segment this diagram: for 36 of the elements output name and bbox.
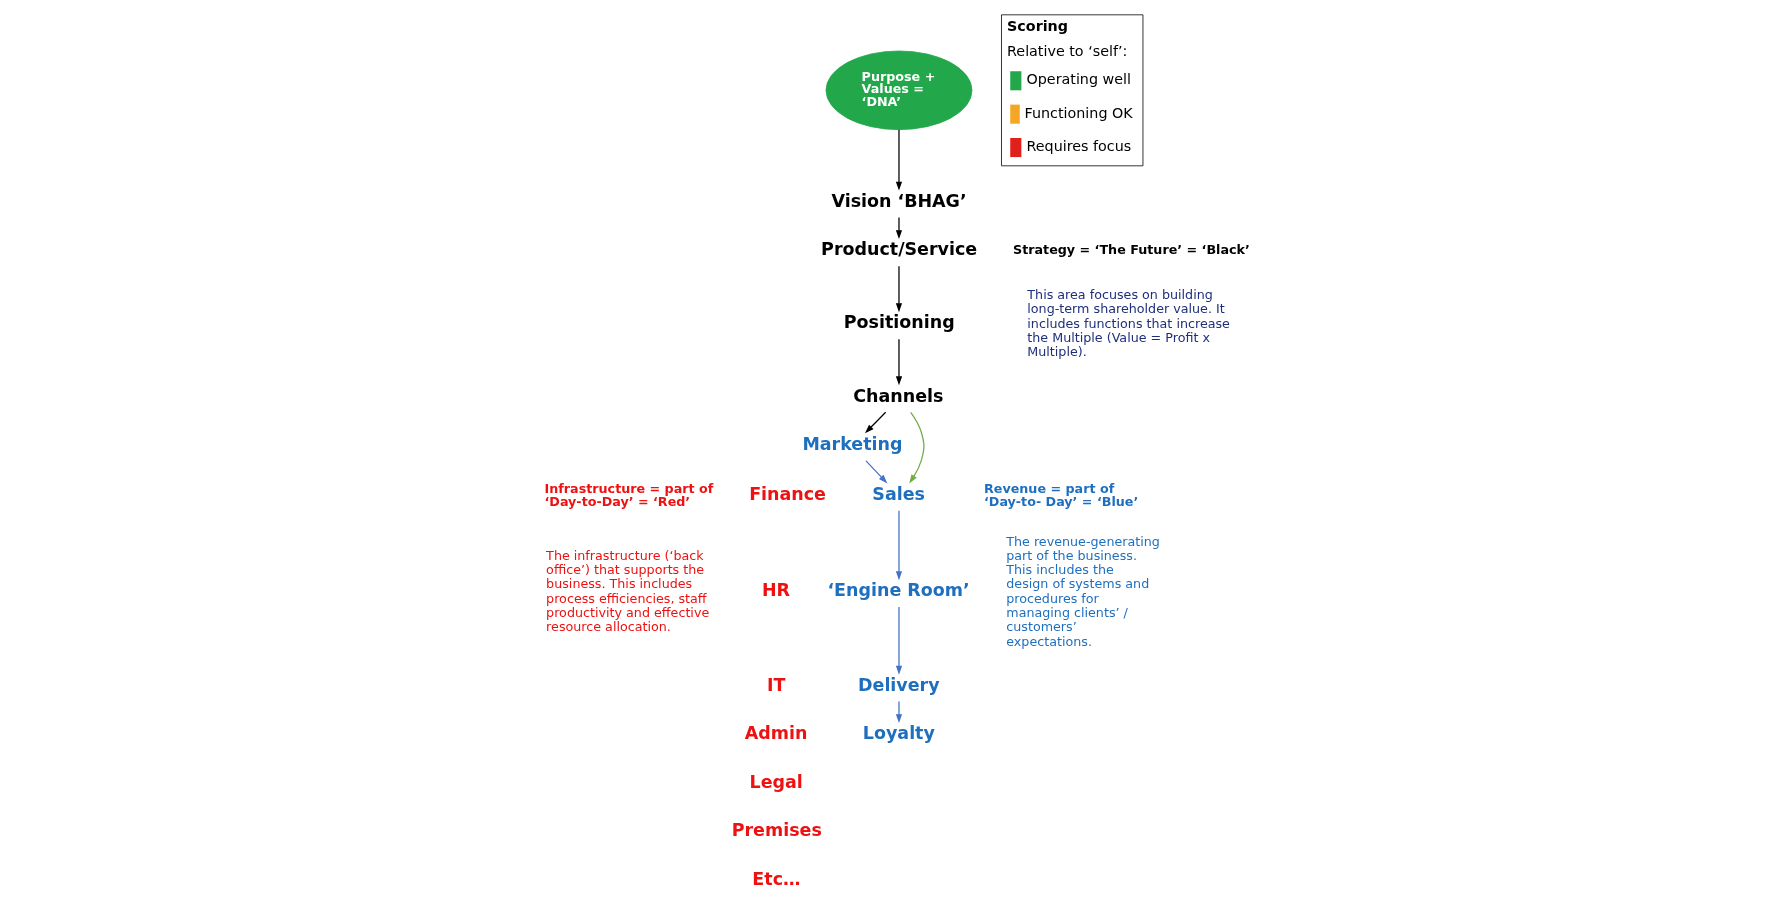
node-text: Delivery	[857, 674, 940, 695]
label: The revenue-generating part of the business. This includes the design of systems and procedures for managing clients’ / customers’ expectations.	[1005, 533, 1160, 649]
node-text: Channels	[852, 385, 943, 406]
node-text: Marketing	[801, 434, 902, 454]
arrow	[895, 216, 902, 240]
arrow	[895, 129, 902, 191]
label: Strategy = ‘The Future’ = ‘Black’	[1012, 241, 1250, 257]
label: Infrastructure = part of ‘Day-to-Day’ = ‘Red’	[544, 481, 713, 509]
label: Premises	[731, 820, 822, 841]
label: Etc…	[751, 868, 800, 889]
label: Admin	[744, 723, 807, 744]
node-text: Vision ‘BHAG’	[830, 190, 967, 211]
label: Finance	[748, 484, 826, 505]
legend-label: Functioning OK	[1024, 104, 1133, 121]
label: The infrastructure (‘back office’) that supports the business. This includes process efficiencies, staff productivity and effective resource allocation.	[545, 547, 709, 635]
arrow	[895, 606, 902, 675]
node-ellipse: Purpose + Values = ‘DNA’	[825, 50, 972, 131]
arrow	[864, 460, 887, 484]
node-text: Product/Service	[820, 239, 977, 260]
arrow	[908, 411, 925, 484]
arrow	[895, 265, 902, 313]
node-text: Positioning	[843, 312, 955, 333]
legend-label: Operating well	[1026, 71, 1131, 88]
label: This area focuses on building long-term shareholder value. It includes functions that increase the Multiple (Value = Profit x Multiple).	[1026, 287, 1230, 360]
legend-label: Requires focus	[1026, 138, 1131, 155]
label: Legal	[749, 771, 803, 792]
arrow	[895, 510, 902, 581]
arrow	[895, 700, 902, 724]
arrow	[864, 411, 886, 434]
node-text: Loyalty	[862, 723, 935, 744]
label: IT	[766, 674, 785, 695]
node-text: ‘Engine Room’	[826, 580, 970, 601]
arrow	[895, 338, 902, 386]
label: Revenue = part of ‘Day-to- Day’ = ‘Blue’	[983, 481, 1138, 509]
node-text: Sales	[871, 484, 925, 505]
label: HR	[761, 580, 790, 601]
